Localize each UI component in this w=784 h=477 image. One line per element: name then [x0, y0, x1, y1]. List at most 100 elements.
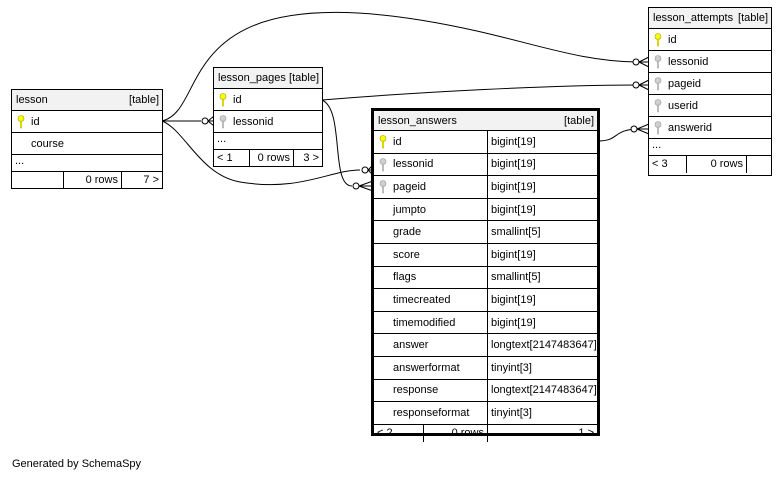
table-footer: 0 rows 7 >: [12, 172, 162, 189]
column-name: pageid: [393, 180, 427, 193]
column-type: bigint[19]: [487, 198, 597, 221]
column-row[interactable]: answerformat tinyint[3]: [374, 356, 597, 380]
column-row[interactable]: id: [12, 111, 162, 133]
primary-key-icon: [379, 135, 387, 149]
table-name: lesson_answers: [378, 114, 457, 127]
column-row[interactable]: course: [12, 133, 162, 155]
column-name: id: [668, 33, 677, 46]
more-columns-ellipsis: ...: [12, 155, 162, 172]
generated-by-text: Generated by SchemaSpy: [12, 458, 142, 470]
parent-count[interactable]: < 1: [214, 150, 250, 167]
table-lesson-pages[interactable]: lesson_pages [table] id lessonid ... < 1…: [213, 67, 323, 167]
parent-count[interactable]: [12, 172, 64, 189]
crowfoot-marker: [636, 123, 650, 135]
column-type: tinyint[3]: [487, 356, 597, 379]
column-name: timecreated: [393, 293, 451, 306]
column-row[interactable]: lessonid: [649, 51, 771, 73]
table-lesson[interactable]: lesson [table] id course ... 0 rows 7 >: [11, 89, 163, 189]
column-cell: id: [12, 111, 162, 132]
column-cell: responseformat: [374, 402, 487, 424]
column-name: jumpto: [393, 203, 427, 216]
optional-marker: [361, 166, 369, 174]
table-header: lesson_pages [table]: [214, 68, 322, 89]
table-header: lesson_attempts [table]: [649, 8, 771, 29]
column-name: answerid: [668, 121, 713, 134]
column-type: bigint[19]: [487, 176, 597, 198]
column-name: lessonid: [233, 115, 274, 128]
crowfoot-marker: [358, 180, 374, 192]
optional-marker: [632, 81, 640, 89]
row-count: 0 rows: [64, 172, 122, 189]
link-lesson-to-lesson-attempts: [161, 11, 641, 122]
column-row[interactable]: pageid bigint[19]: [374, 176, 597, 199]
column-row[interactable]: userid: [649, 95, 771, 117]
row-count: 0 rows: [687, 156, 747, 173]
column-row[interactable]: pageid: [649, 73, 771, 95]
column-name: answerformat: [393, 361, 460, 374]
column-name: lessonid: [668, 55, 709, 68]
column-cell: lessonid: [214, 111, 322, 132]
column-name: course: [31, 137, 65, 150]
foreign-key-icon: [379, 180, 387, 194]
table-kind: [table]: [289, 72, 319, 84]
column-name: score: [393, 248, 420, 261]
table-name: lesson_pages: [218, 72, 286, 84]
foreign-key-icon: [654, 121, 662, 135]
child-count[interactable]: 1 >: [578, 426, 594, 439]
column-name: timemodified: [393, 316, 456, 329]
optional-marker: [201, 117, 209, 125]
more-columns-ellipsis: ...: [214, 133, 322, 150]
column-name: userid: [668, 99, 698, 112]
column-type: longtext[2147483647]: [487, 334, 597, 356]
foreign-key-icon: [379, 157, 387, 171]
column-type: tinyint[3]: [487, 402, 597, 424]
table-name: lesson_attempts: [653, 12, 734, 24]
primary-key-icon: [17, 115, 25, 129]
column-cell: answerid: [649, 117, 771, 138]
optional-marker: [632, 58, 640, 66]
column-type: longtext[2147483647]: [487, 379, 597, 402]
parent-count[interactable]: < 2: [374, 424, 424, 442]
parent-count[interactable]: < 3: [649, 156, 687, 173]
table-footer: < 2 0 rows 1 >: [374, 424, 597, 442]
column-row[interactable]: responseformat tinyint[3]: [374, 402, 597, 425]
row-count: 0 rows: [424, 424, 488, 442]
column-row[interactable]: answerid: [649, 117, 771, 139]
link-lesson-to-lesson-answers: [161, 120, 361, 186]
column-name: id: [393, 135, 402, 148]
column-row[interactable]: id: [214, 89, 322, 111]
child-count[interactable]: [747, 156, 771, 173]
primary-key-icon: [219, 93, 227, 107]
column-cell: score: [374, 244, 487, 266]
child-count[interactable]: 7 >: [143, 174, 159, 186]
column-row[interactable]: lessonid: [214, 111, 322, 133]
column-type: smallint[5]: [487, 266, 597, 289]
column-row[interactable]: jumpto bigint[19]: [374, 198, 597, 222]
foreign-key-icon: [219, 115, 227, 129]
table-lesson-attempts[interactable]: lesson_attempts [table] id lessonid page…: [648, 7, 772, 176]
table-kind: [table]: [738, 12, 768, 24]
crowfoot-marker: [638, 56, 650, 68]
column-name: lessonid: [393, 158, 434, 171]
optional-marker: [630, 125, 638, 133]
table-name: lesson: [16, 94, 48, 106]
column-type: smallint[5]: [487, 221, 597, 243]
column-cell: course: [12, 133, 162, 154]
column-row[interactable]: id: [649, 29, 771, 51]
column-cell: flags: [374, 267, 487, 289]
column-name: responseformat: [393, 406, 470, 419]
column-name: id: [233, 93, 242, 106]
child-count[interactable]: 3 >: [303, 152, 319, 164]
column-name: id: [31, 115, 40, 128]
